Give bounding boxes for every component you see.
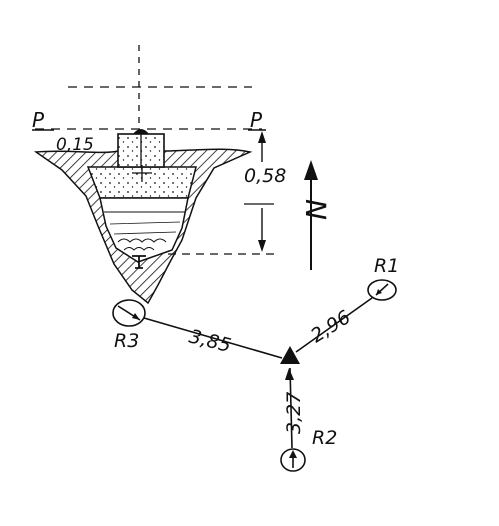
depth-arrow-down-head [258, 240, 266, 252]
depth-arrow-up-head [258, 131, 266, 143]
station-triangle-icon [280, 346, 300, 364]
bottom-marker [132, 255, 146, 269]
pillar-top-point [133, 129, 149, 134]
label-dist-r1: 2,96 [307, 306, 355, 347]
line-to-r2 [289, 367, 293, 449]
label-dim-top: 0,15 [56, 135, 94, 155]
label-r1: R1 [374, 255, 399, 277]
line-to-r1 [295, 297, 373, 353]
label-p-right: P [250, 108, 263, 132]
label-north: N [300, 199, 333, 220]
rubble-stones [117, 238, 167, 251]
lower-section [99, 197, 189, 263]
r2-line-arrow [285, 368, 294, 380]
label-p-left: P [32, 108, 45, 132]
line-to-r3 [143, 317, 283, 359]
label-dist-r3: 3,85 [187, 326, 233, 358]
label-dim-depth: 0,58 [244, 165, 286, 187]
label-r2: R2 [312, 427, 337, 449]
north-arrow-head [304, 160, 318, 180]
label-dist-r2: 3,27 [283, 392, 305, 434]
label-r3: R3 [114, 330, 139, 352]
